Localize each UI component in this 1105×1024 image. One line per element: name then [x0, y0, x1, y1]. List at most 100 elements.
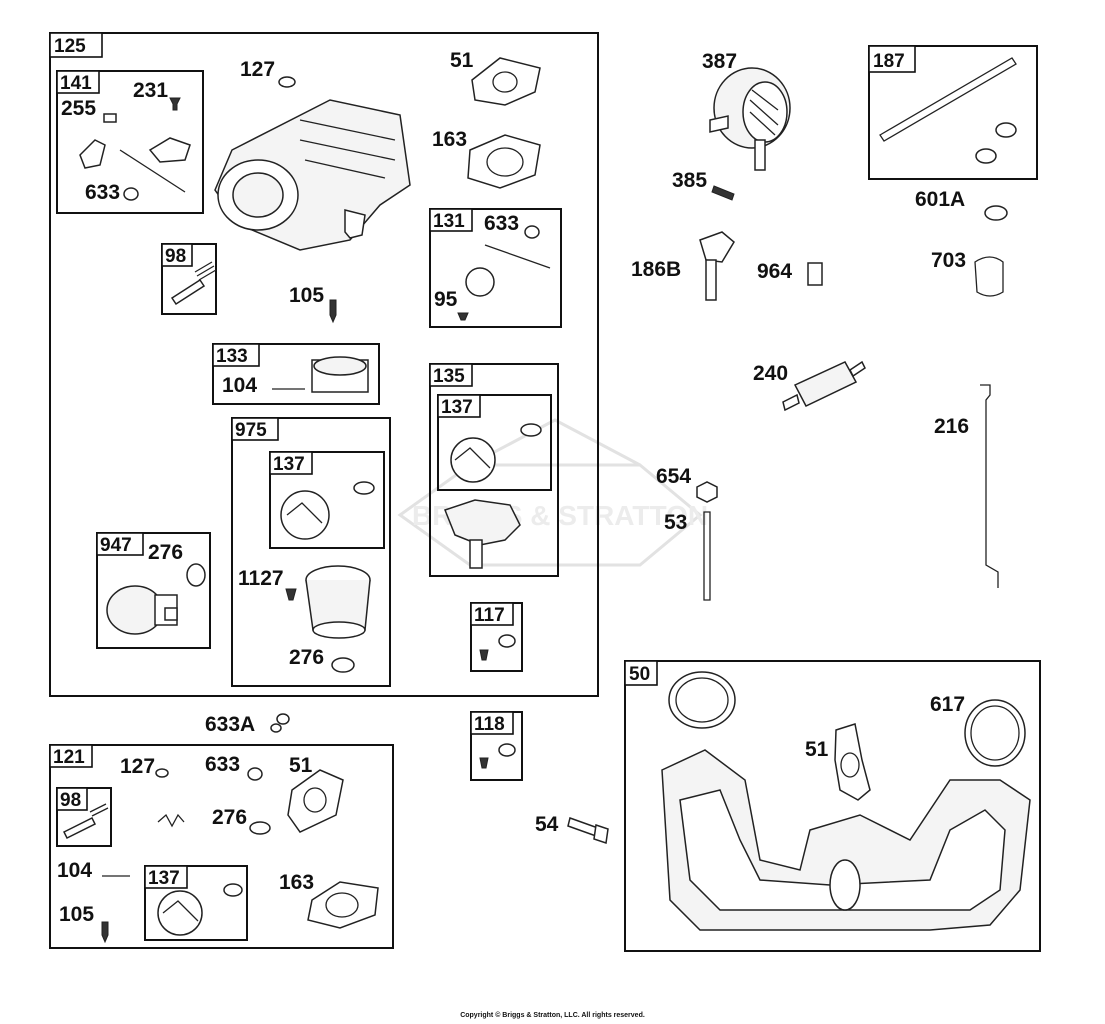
needle-105b	[101, 921, 109, 944]
group-label-947: 947	[100, 535, 132, 556]
part-label-633c: 633	[205, 753, 240, 776]
clamp-703	[974, 256, 1004, 297]
part-label-255: 255	[61, 97, 96, 120]
part-label-385: 385	[672, 169, 707, 192]
fuel-filter-240	[782, 360, 866, 412]
group-label-125: 125	[54, 36, 86, 57]
part-label-104a: 104	[222, 374, 257, 397]
part-label-633a: 633	[85, 181, 120, 204]
group-label-187: 187	[873, 51, 905, 72]
group-label-98a: 98	[165, 246, 186, 267]
part-label-231: 231	[133, 79, 168, 102]
screw-255	[103, 113, 117, 123]
part-label-703: 703	[931, 249, 966, 272]
gasket-617a	[668, 671, 736, 729]
o-ring-127b	[155, 768, 169, 778]
group-label-137b: 137	[273, 454, 305, 475]
group-label-121: 121	[53, 747, 85, 768]
screw-95	[457, 312, 469, 321]
part-label-127b: 127	[120, 755, 155, 778]
seal-137b	[353, 481, 375, 495]
group-box-125	[49, 32, 599, 697]
part-label-276a: 276	[148, 541, 183, 564]
part-label-186B: 186B	[631, 258, 681, 281]
o-ring-276b	[331, 657, 355, 673]
part-label-51c: 51	[805, 738, 829, 761]
part-label-276c: 276	[212, 806, 247, 829]
group-box-137a	[437, 394, 552, 491]
group-label-133: 133	[216, 346, 248, 367]
gasket-51	[471, 57, 541, 106]
clamp-187a	[995, 122, 1017, 138]
part-label-276b: 276	[289, 646, 324, 669]
part-label-95: 95	[434, 288, 458, 311]
group-box-50	[624, 660, 1041, 952]
washer-633b	[524, 225, 540, 239]
fuel-line-187	[879, 57, 1017, 142]
intake-manifold-50	[661, 749, 1031, 931]
carburetor-body	[214, 99, 411, 251]
part-label-105b: 105	[59, 903, 94, 926]
bolt-54	[567, 817, 609, 844]
screw-231	[169, 97, 181, 111]
part-label-105a: 105	[289, 284, 324, 307]
group-box-187	[868, 45, 1038, 180]
o-ring-276a	[186, 563, 206, 587]
fitting-186B	[699, 231, 735, 301]
part-label-240: 240	[753, 362, 788, 385]
stud-53	[703, 511, 711, 601]
solenoid-947	[106, 585, 178, 635]
group-box-975	[231, 417, 391, 687]
gasket-163b	[307, 881, 379, 929]
plate-95	[465, 267, 495, 297]
nut-654	[696, 481, 718, 503]
part-label-54: 54	[535, 813, 559, 836]
group-label-975: 975	[235, 420, 267, 441]
group-box-947	[96, 532, 211, 649]
part-label-53: 53	[664, 511, 687, 534]
group-box-135	[429, 363, 559, 577]
part-label-127a: 127	[240, 58, 275, 81]
o-ring-276c	[249, 821, 271, 835]
o-ring-118	[498, 743, 516, 757]
group-label-137c: 137	[148, 868, 180, 889]
seal-137c	[223, 883, 243, 897]
part-label-633b: 633	[484, 212, 519, 235]
rod-216	[980, 384, 999, 588]
gasket-51c	[834, 723, 871, 801]
part-label-617: 617	[930, 693, 965, 716]
part-label-163b: 163	[279, 871, 314, 894]
fuel-pump-387	[709, 67, 791, 171]
o-ring-117	[498, 634, 516, 648]
gasket-163	[467, 134, 541, 189]
copyright-notice: Copyright © Briggs & Stratton, LLC. All …	[460, 1012, 645, 1019]
gasket-617	[964, 699, 1026, 767]
washer-633c	[247, 767, 263, 781]
part-label-654: 654	[656, 465, 691, 488]
choke-lever-141	[148, 137, 191, 163]
group-box-133	[212, 343, 380, 405]
screw-1127	[285, 588, 297, 601]
clamp-601A	[984, 205, 1008, 221]
screw-385	[711, 185, 735, 201]
bowl-assembly-135	[444, 499, 521, 546]
group-box-137c	[144, 865, 248, 941]
part-label-104b: 104	[57, 859, 92, 882]
sleeve-964	[807, 262, 823, 286]
screw-117	[479, 649, 489, 661]
screw-spring-98a	[170, 261, 217, 306]
shaft-131	[484, 244, 551, 269]
washer-633a	[123, 187, 139, 201]
group-label-135: 135	[433, 366, 465, 387]
screw-118	[479, 757, 489, 769]
diaphragm-137b	[280, 490, 330, 540]
part-label-601A: 601A	[915, 188, 965, 211]
watermark: BRIGGS & STRATTON	[397, 418, 708, 567]
diaphragm-137a	[450, 437, 496, 483]
group-label-118: 118	[474, 714, 505, 735]
clamp-187b	[975, 148, 997, 164]
part-label-163a: 163	[432, 128, 467, 151]
o-ring-127	[278, 76, 296, 88]
spring-121	[157, 813, 185, 828]
